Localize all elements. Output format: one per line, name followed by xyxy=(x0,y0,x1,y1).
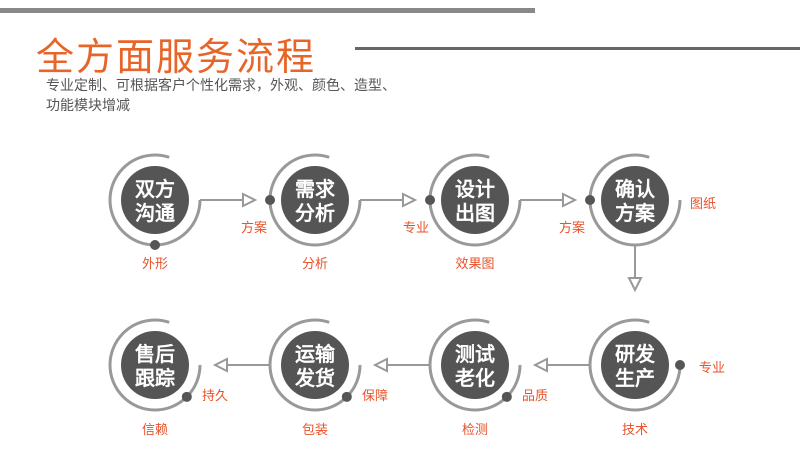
arrow-head-icon xyxy=(242,192,258,208)
node-title-line1: 双方 xyxy=(135,177,175,201)
ring-dot xyxy=(181,391,192,402)
arrow-head-icon xyxy=(212,357,228,373)
node-circle xyxy=(601,166,669,234)
node-title-line2: 沟通 xyxy=(135,201,175,225)
node-title-line2: 跟踪 xyxy=(135,366,175,390)
node-bottom-label: 分析 xyxy=(302,257,328,272)
node-circle xyxy=(121,166,189,234)
node-title-line2: 分析 xyxy=(295,201,335,225)
node-title-line2: 发货 xyxy=(294,366,335,390)
node-circle xyxy=(281,166,349,234)
ring-dot xyxy=(341,391,352,402)
node-circle xyxy=(601,331,669,399)
node-side-label: 专业 xyxy=(699,361,725,376)
node-title-line1: 设计 xyxy=(455,177,495,201)
outer-ring xyxy=(108,318,202,412)
node-title-line1: 确认 xyxy=(615,177,656,201)
node-circle xyxy=(441,331,509,399)
ring-dot xyxy=(585,195,595,205)
node-bottom-label: 信赖 xyxy=(142,423,168,438)
node-side-label-2: 图纸 xyxy=(690,197,716,212)
node-circle xyxy=(281,331,349,399)
node-bottom-label: 外形 xyxy=(142,257,168,272)
node-title-line2: 出图 xyxy=(455,201,495,225)
node-title-line2: 方案 xyxy=(615,201,656,225)
node-bottom-label: 技术 xyxy=(622,423,648,438)
node-side-label: 方案 xyxy=(241,220,267,236)
node-side-label: 保障 xyxy=(362,389,388,404)
node-bottom-label: 效果图 xyxy=(455,257,494,272)
node-circle xyxy=(121,331,189,399)
page-title: 全方面服务流程 xyxy=(36,35,317,79)
page-subtitle: 专业定制、可根据客户个性化需求，外观、颜色、造型、功能模块增减 xyxy=(46,78,396,114)
node-title-line1: 测试 xyxy=(455,342,495,366)
arrow-head-icon xyxy=(402,192,418,208)
title-divider xyxy=(355,47,800,50)
ring-dot xyxy=(501,391,512,402)
node-title-line1: 运输 xyxy=(295,342,336,366)
top-divider xyxy=(0,8,535,13)
node-title-line2: 生产 xyxy=(615,366,655,390)
arrow-head-icon xyxy=(562,192,578,208)
arrow-head-icon xyxy=(372,357,388,373)
node-title-line2: 老化 xyxy=(455,366,495,390)
node-bottom-label: 包装 xyxy=(302,423,328,438)
node-side-label: 专业 xyxy=(403,221,429,236)
ring-dot xyxy=(265,195,275,205)
node-circle xyxy=(441,166,509,234)
node-title-line1: 售后 xyxy=(135,342,175,366)
node-side-label: 品质 xyxy=(522,389,548,404)
ring-dot xyxy=(675,360,685,370)
node-side-label: 持久 xyxy=(202,389,228,404)
arrow-head-icon xyxy=(532,357,548,373)
ring-dot xyxy=(425,195,435,205)
node-title-line1: 研发 xyxy=(615,342,656,366)
node-bottom-label: 检测 xyxy=(462,423,488,438)
node-side-label: 方案 xyxy=(559,220,585,236)
ring-dot xyxy=(150,240,160,250)
node-title-line1: 需求 xyxy=(295,177,336,201)
arrow-head-icon xyxy=(627,277,643,293)
